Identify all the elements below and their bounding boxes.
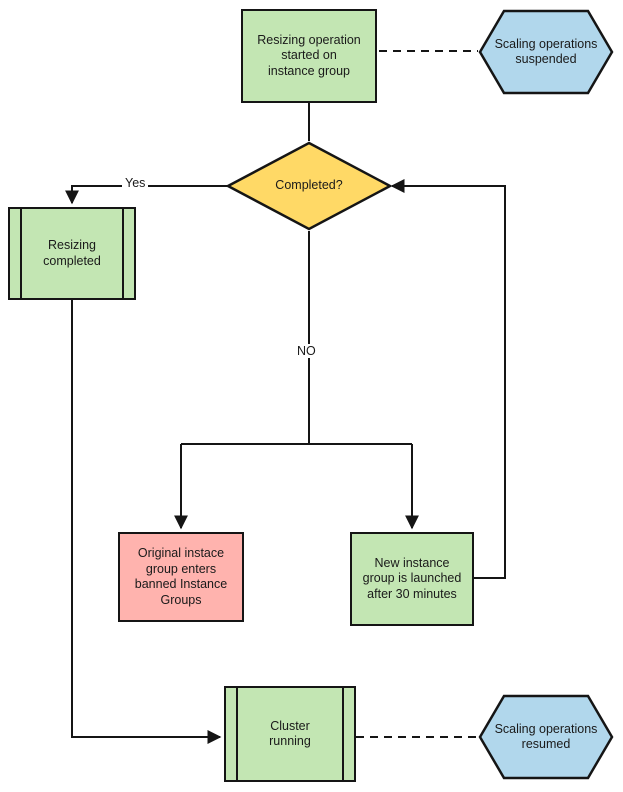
node-resizing-started-label: Resizing operation started on instance g… [257, 32, 361, 78]
node-scaling-resumed[interactable]: Scaling operations resumed [478, 694, 614, 780]
predefined-process-bar-right [122, 209, 124, 298]
hexagon-shape [478, 9, 614, 95]
edge-new-group-feedback [390, 179, 506, 579]
predefined-process-bar-left [236, 688, 238, 780]
node-scaling-suspended-label: Scaling operations suspended [494, 36, 598, 67]
node-cluster-running-label: Cluster running [269, 718, 311, 749]
hexagon-shape [478, 694, 614, 780]
node-completed-decision[interactable]: Completed? [226, 141, 392, 231]
predefined-process-bar-right [342, 688, 344, 780]
edge-completed-to-cluster [71, 300, 222, 744]
edge-label-yes: Yes [122, 176, 149, 190]
node-scaling-resumed-label: Scaling operations resumed [494, 721, 598, 752]
node-completed-decision-label: Completed? [275, 178, 343, 193]
edge-decision-yes [65, 185, 228, 205]
node-resizing-completed-label: Resizing completed [43, 238, 101, 268]
node-scaling-suspended[interactable]: Scaling operations suspended [478, 9, 614, 95]
node-new-group-launched-label: New instance group is launched after 30 … [362, 555, 462, 601]
diamond-shape [226, 141, 392, 231]
node-resizing-completed[interactable]: Resizing completed [8, 207, 136, 300]
node-resizing-started[interactable]: Resizing operation started on instance g… [241, 9, 377, 103]
node-cluster-running[interactable]: Cluster running [224, 686, 356, 782]
node-new-group-launched[interactable]: New instance group is launched after 30 … [350, 532, 474, 626]
node-original-group-banned-label: Original instace group enters banned Ins… [134, 546, 228, 607]
predefined-process-bar-left [20, 209, 22, 298]
node-original-group-banned[interactable]: Original instace group enters banned Ins… [118, 532, 244, 622]
edge-label-no: NO [294, 344, 319, 358]
